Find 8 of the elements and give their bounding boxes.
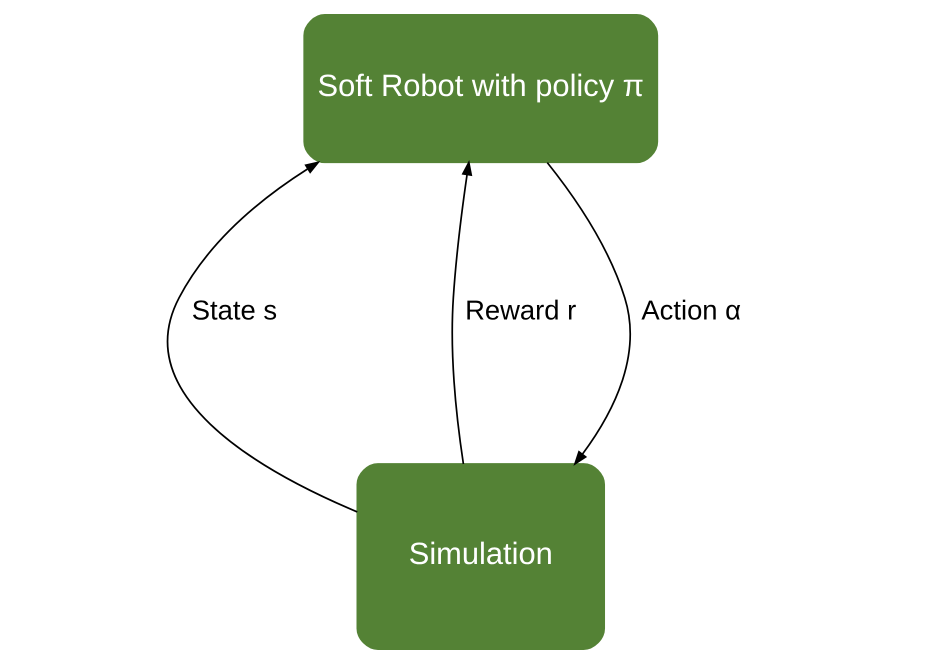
arrow xyxy=(451,160,472,464)
edge-label: State s xyxy=(192,294,278,326)
node-box: Soft Robot with policy π xyxy=(303,14,658,164)
edge-label: Action α xyxy=(641,294,742,326)
arrow xyxy=(166,161,358,513)
node-box: Simulation xyxy=(356,463,606,650)
arrow xyxy=(546,162,631,466)
edge-label: Reward r xyxy=(465,294,576,326)
